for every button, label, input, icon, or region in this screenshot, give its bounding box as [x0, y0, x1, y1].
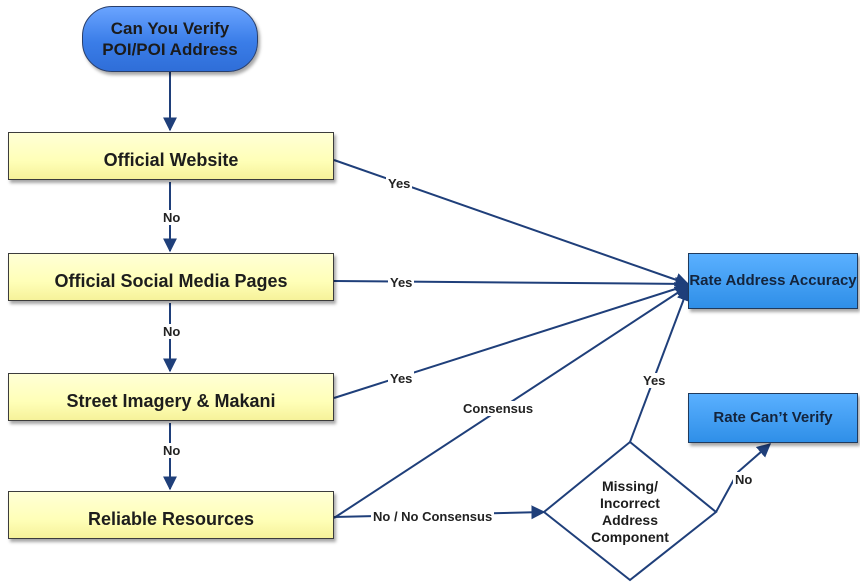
step-official-social-media: Official Social Media Pages [8, 253, 334, 301]
edge-label-yes: Yes [386, 176, 413, 191]
edge-label-no-consensus: No / No Consensus [371, 509, 495, 524]
step-official-website: Official Website [8, 132, 334, 180]
edge-label-yes: Yes [388, 275, 415, 290]
start-node: Can You Verify POI/POI Address [82, 6, 258, 72]
edge-label-consensus: Consensus [461, 401, 536, 416]
step-reliable-resources: Reliable Resources [8, 491, 334, 539]
connector-decision-yes [629, 286, 691, 443]
decision-label: Missing/ Incorrect Address Component [591, 478, 669, 545]
edge-label-no: No [161, 443, 183, 458]
outcome-rate-address-accuracy: Rate Address Accuracy [688, 253, 858, 309]
step-street-imagery: Street Imagery & Makani [8, 373, 334, 421]
decision-diamond [542, 440, 718, 582]
outcome-rate-cant-verify: Rate Can’t Verify [688, 393, 858, 443]
edge-label-no: No [161, 324, 183, 339]
edge-label-no: No [161, 210, 183, 225]
edge-label-decision-yes: Yes [641, 373, 668, 388]
edge-label-yes: Yes [388, 371, 415, 386]
edge-label-decision-no: No [733, 472, 755, 487]
